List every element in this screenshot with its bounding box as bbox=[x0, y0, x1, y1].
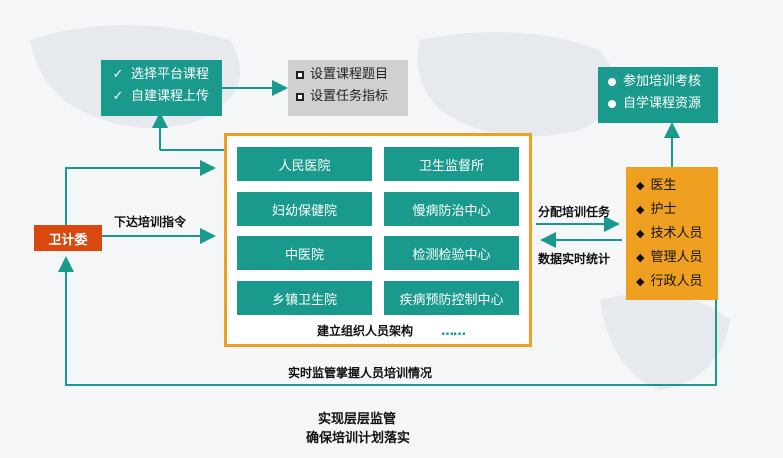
staff-item-label: 护士 bbox=[650, 202, 677, 217]
diamond-icon: ◆ bbox=[636, 275, 645, 288]
diamond-icon: ◆ bbox=[636, 179, 645, 192]
org-caption: 建立组织人员架构 bbox=[317, 324, 414, 338]
check-icon: ✓ bbox=[112, 89, 124, 104]
bottom-line-1: 实现层层监管 bbox=[318, 412, 397, 427]
org-cell: 慢病防治中心 bbox=[384, 192, 519, 226]
trainee-item-label: 自学课程资源 bbox=[623, 96, 702, 111]
check-icon: ✓ bbox=[112, 67, 124, 82]
bottom-line-2: 确保培训计划落实 bbox=[306, 431, 411, 446]
course-config-box: 设置课程题目 设置任务指标 bbox=[288, 60, 408, 116]
staff-item-label: 技术人员 bbox=[650, 226, 703, 241]
assign-task-label: 分配培训任务 bbox=[538, 205, 611, 219]
realtime-stats-label: 数据实时统计 bbox=[538, 252, 611, 266]
staff-item: ◆ 护士 bbox=[634, 198, 718, 222]
org-cell: 妇幼保健院 bbox=[237, 192, 372, 226]
org-ellipsis: …… bbox=[441, 324, 466, 339]
trainee-item: 参加培训考核 bbox=[604, 71, 718, 93]
platform-item: ✓ 选择平台课程 bbox=[109, 64, 222, 86]
platform-item: ✓ 自建课程上传 bbox=[109, 86, 222, 108]
org-cell: 卫生监督所 bbox=[384, 147, 519, 181]
diamond-icon: ◆ bbox=[636, 227, 645, 240]
bullet-icon bbox=[608, 78, 616, 86]
staff-item: ◆ 行政人员 bbox=[634, 270, 718, 294]
staff-item-label: 行政人员 bbox=[650, 274, 703, 289]
staff-item-label: 医生 bbox=[650, 178, 677, 193]
config-item: 设置任务指标 bbox=[294, 86, 408, 108]
checkbox-icon bbox=[296, 93, 304, 101]
realtime-supervise-label: 实时监管掌握人员培训情况 bbox=[288, 366, 433, 380]
staff-roles-box: ◆ 医生 ◆ 护士 ◆ 技术人员 ◆ 管理人员 ◆ 行政人员 bbox=[626, 167, 718, 300]
platform-item-label: 自建课程上传 bbox=[131, 89, 210, 104]
bullet-icon bbox=[608, 100, 616, 108]
diamond-icon: ◆ bbox=[636, 203, 645, 216]
staff-item: ◆ 医生 bbox=[634, 174, 718, 198]
config-item-label: 设置任务指标 bbox=[310, 89, 389, 104]
org-cell: 疾病预防控制中心 bbox=[384, 281, 519, 315]
issue-instruction-label: 下达培训指令 bbox=[114, 215, 187, 229]
checkbox-icon bbox=[296, 71, 304, 79]
platform-course-box: ✓ 选择平台课程 ✓ 自建课程上传 bbox=[101, 60, 222, 116]
config-item-label: 设置课程题目 bbox=[310, 67, 389, 82]
staff-item-label: 管理人员 bbox=[650, 250, 703, 265]
org-cell: 中医院 bbox=[237, 236, 372, 270]
staff-item: ◆ 管理人员 bbox=[634, 246, 718, 270]
trainee-item: 自学课程资源 bbox=[604, 93, 718, 115]
staff-item: ◆ 技术人员 bbox=[634, 222, 718, 246]
org-cell: 人民医院 bbox=[237, 147, 372, 181]
trainee-activity-box: 参加培训考核 自学课程资源 bbox=[598, 67, 718, 123]
organization-structure-frame: 人民医院 卫生监督所 妇幼保健院 慢病防治中心 中医院 检测检验中心 乡镇卫生院… bbox=[224, 133, 532, 347]
config-item: 设置课程题目 bbox=[294, 64, 408, 86]
org-cell: 乡镇卫生院 bbox=[237, 281, 372, 315]
diamond-icon: ◆ bbox=[636, 251, 645, 264]
health-commission-box: 卫计委 bbox=[34, 225, 102, 251]
org-cell: 检测检验中心 bbox=[384, 236, 519, 270]
platform-item-label: 选择平台课程 bbox=[131, 67, 210, 82]
trainee-item-label: 参加培训考核 bbox=[623, 74, 702, 89]
